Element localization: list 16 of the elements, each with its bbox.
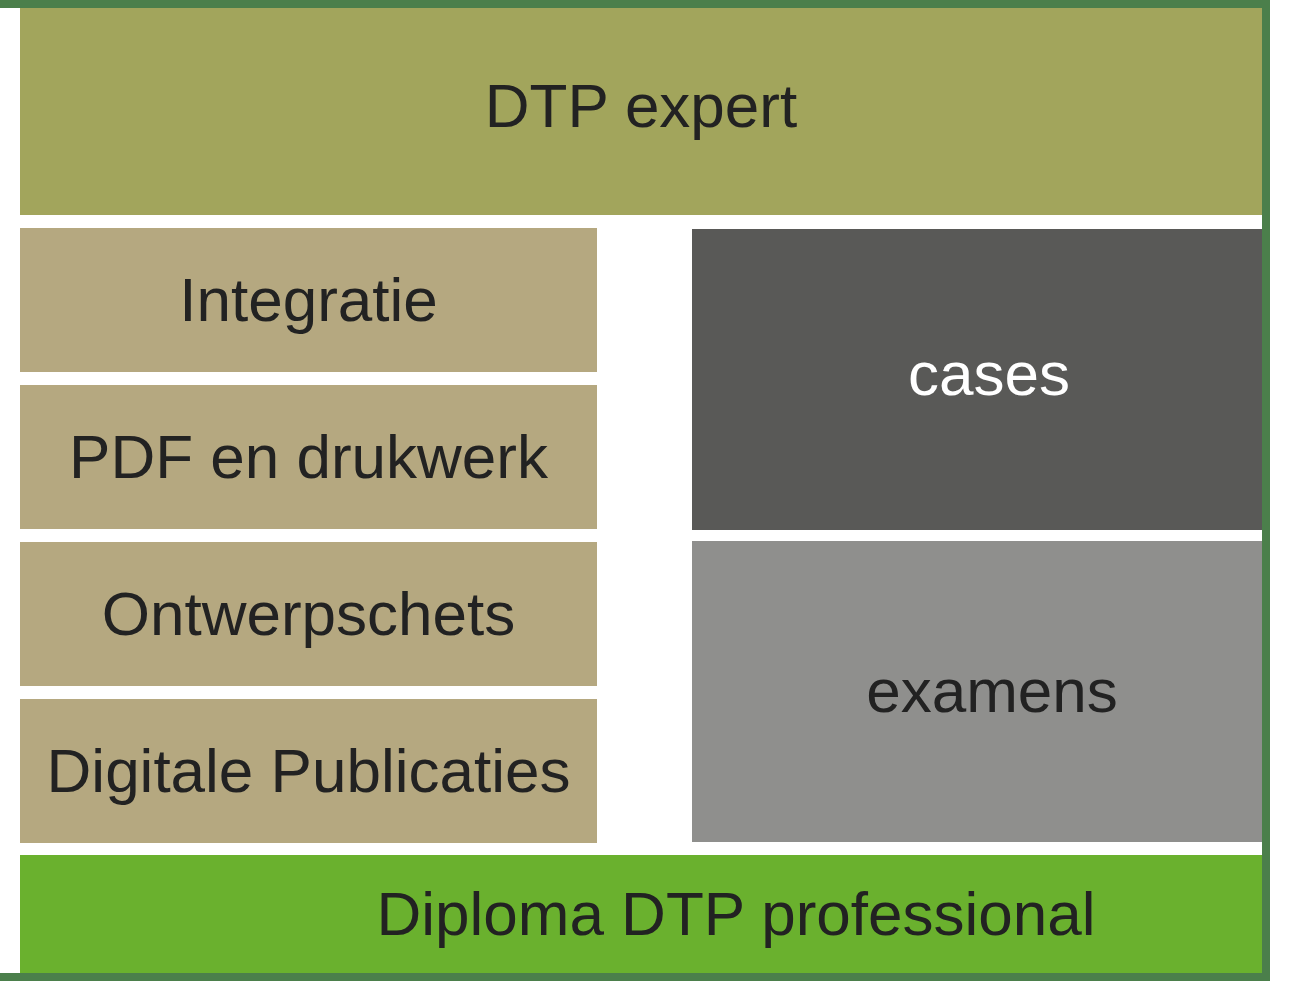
- block-text: DTP expert: [484, 72, 798, 141]
- block-text: cases: [908, 340, 1070, 409]
- module-block: [20, 385, 597, 529]
- block-text: examens: [866, 657, 1118, 726]
- block-text: Digitale Publicaties: [46, 736, 571, 806]
- block-text: Diploma DTP professional: [376, 879, 1096, 949]
- header-bar: [20, 8, 1262, 215]
- footer-bar: [20, 855, 1262, 973]
- module-block: [20, 542, 597, 686]
- module-block: [20, 228, 597, 372]
- cases-block: [692, 229, 1262, 530]
- block-text: PDF en drukwerk: [69, 422, 548, 492]
- block-text: Ontwerpschets: [101, 579, 516, 649]
- module-block: [20, 699, 597, 843]
- block-text: Integratie: [179, 265, 438, 335]
- exams-block: [692, 541, 1262, 842]
